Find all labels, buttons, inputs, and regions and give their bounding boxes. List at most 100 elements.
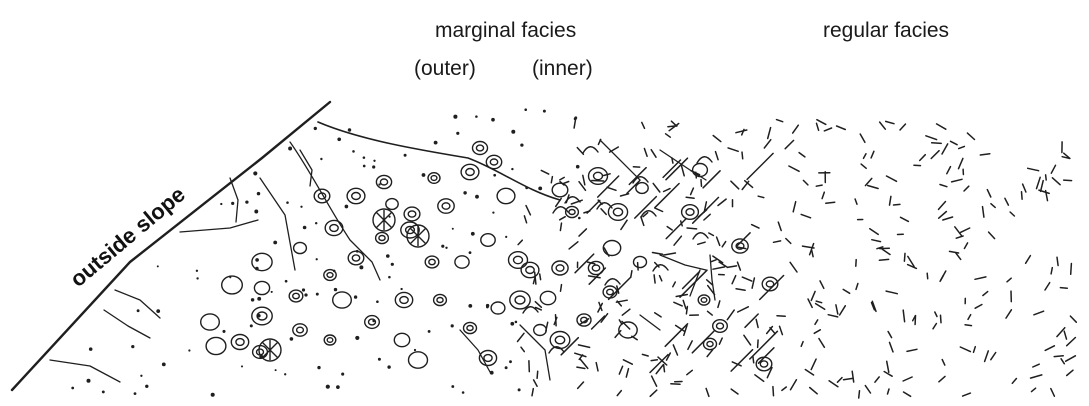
spherulite-core (555, 336, 564, 344)
dash (875, 377, 879, 382)
dash (622, 309, 630, 315)
dot (250, 324, 253, 327)
spherulite-ring (376, 175, 391, 188)
dash (770, 328, 775, 334)
dash (1045, 346, 1054, 351)
dash (756, 319, 758, 327)
dot (157, 265, 159, 267)
dash (674, 236, 681, 245)
spherulite-ring (634, 256, 647, 267)
dash (816, 304, 825, 310)
streak (655, 184, 679, 208)
dash (674, 302, 682, 306)
spherulite-ring (491, 302, 505, 314)
dash (777, 316, 785, 317)
dash (651, 150, 656, 158)
dash (653, 253, 663, 255)
dash (819, 339, 825, 348)
dash (894, 204, 900, 205)
spherulite-core (594, 172, 603, 179)
dash (686, 197, 694, 198)
dash (722, 242, 726, 247)
dash (852, 371, 854, 382)
dash (793, 202, 796, 212)
dash (1070, 316, 1076, 322)
dash (631, 271, 632, 277)
spherulite-core (437, 298, 443, 303)
dot (372, 165, 375, 168)
dot (505, 236, 507, 238)
dash (592, 181, 604, 182)
dot (241, 365, 243, 367)
dash (1041, 181, 1044, 192)
dash (1066, 356, 1076, 361)
dot (543, 110, 546, 113)
dash (799, 153, 805, 157)
dash (890, 196, 891, 205)
dash (1026, 256, 1031, 264)
spherulite-ring (534, 325, 547, 336)
dot (352, 150, 355, 153)
spherulite-core (707, 341, 713, 346)
dash (1005, 198, 1009, 205)
spherulite-core (380, 179, 387, 185)
dash (655, 313, 661, 317)
dot (414, 349, 416, 351)
spherulite-ring (704, 338, 717, 349)
dash (1067, 370, 1073, 375)
dash (882, 249, 890, 254)
spherulite-ring (552, 261, 568, 275)
dot (320, 158, 322, 160)
dot (271, 291, 273, 293)
dash (731, 181, 739, 189)
dot (196, 270, 198, 272)
dash (856, 284, 858, 290)
dot (304, 293, 307, 296)
dash (773, 387, 774, 396)
dash (1061, 359, 1064, 364)
dash (937, 124, 946, 129)
dash (742, 152, 743, 159)
dash (840, 306, 846, 315)
dot (162, 363, 166, 367)
dot (134, 392, 137, 395)
dash (959, 158, 963, 168)
dash (758, 196, 764, 197)
dash (844, 378, 853, 379)
dot (475, 115, 478, 118)
dash (926, 136, 937, 140)
spherulite-core (431, 176, 437, 181)
dash (654, 275, 655, 283)
dash (701, 180, 702, 187)
dash (1071, 264, 1072, 275)
dash (753, 356, 754, 363)
streak (609, 277, 631, 299)
dash (664, 189, 670, 192)
dash (991, 204, 995, 208)
dash (541, 170, 548, 174)
dash (816, 185, 822, 186)
dash (955, 227, 962, 236)
dash (959, 146, 965, 148)
dash (814, 330, 820, 334)
dash (569, 242, 578, 249)
dot (576, 165, 580, 169)
dash (940, 185, 947, 187)
dash (578, 382, 584, 388)
dash (617, 391, 621, 396)
dash (687, 228, 697, 229)
spherulite-core (569, 210, 575, 215)
dot (231, 202, 234, 205)
dash (865, 178, 871, 185)
dot (345, 205, 349, 209)
dash (843, 289, 850, 293)
spherulite-ring (756, 357, 772, 371)
dash (598, 139, 600, 144)
spherulite-ring (289, 290, 303, 302)
spherulite-ring (486, 155, 501, 168)
hook-mark (583, 147, 598, 153)
dash (903, 377, 912, 381)
dash (828, 315, 838, 317)
dot (273, 241, 277, 245)
dot (316, 258, 318, 260)
